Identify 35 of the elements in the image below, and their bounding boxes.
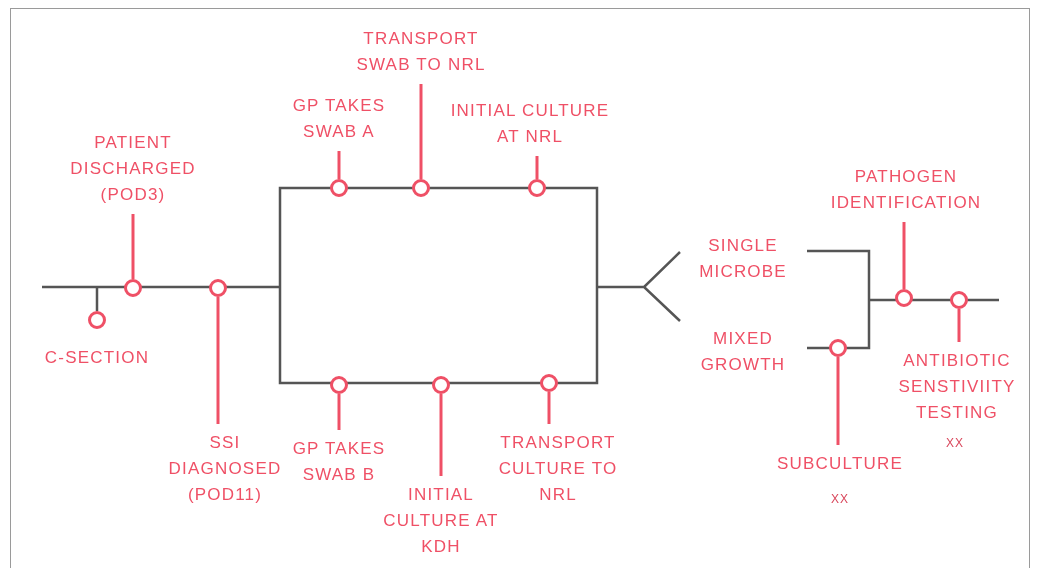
branch-label: SINGLE MICROBE	[698, 235, 788, 283]
timeline-marker	[88, 311, 106, 329]
event-label: C-SECTION	[22, 345, 172, 371]
event-label: INITIAL CULTURE AT NRL	[444, 98, 616, 150]
leader-line	[535, 156, 539, 179]
leader-line	[337, 151, 341, 179]
timeline-marker	[829, 339, 847, 357]
faint-mark: XX	[945, 436, 965, 450]
event-label: PATIENT DISCHARGED (POD3)	[63, 130, 203, 208]
branch-label: MIXED GROWTH	[699, 328, 787, 376]
leader-line	[419, 84, 423, 179]
leader-line	[836, 357, 840, 445]
leader-line	[547, 392, 551, 424]
event-label: TRANSPORT SWAB TO NRL	[341, 26, 501, 78]
timeline-marker	[432, 376, 450, 394]
leader-line	[216, 297, 220, 424]
leader-line	[957, 309, 961, 342]
timeline-marker	[412, 179, 430, 197]
event-label: SUBCULTURE	[760, 451, 920, 477]
timeline-marker	[330, 179, 348, 197]
event-label: GP TAKES SWAB A	[279, 93, 399, 145]
leader-line	[337, 394, 341, 430]
timeline-marker	[540, 374, 558, 392]
leader-line	[131, 214, 135, 279]
event-label: PATHOGEN IDENTIFICATION	[796, 164, 1016, 216]
timeline-marker	[895, 289, 913, 307]
timeline-marker	[330, 376, 348, 394]
timeline-marker	[124, 279, 142, 297]
faint-mark: XX	[830, 492, 850, 506]
event-label: ANTIBIOTIC SENSTIVIITY TESTING	[885, 348, 1029, 426]
leader-line	[902, 222, 906, 289]
timeline-marker	[950, 291, 968, 309]
timeline-marker	[528, 179, 546, 197]
leader-line	[439, 394, 443, 476]
timeline-marker	[209, 279, 227, 297]
